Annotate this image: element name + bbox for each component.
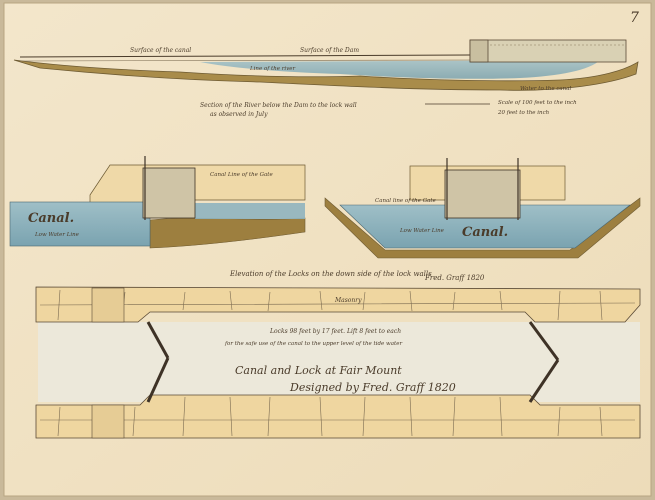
right-gate-note: Canal line of the Gate [375,198,437,204]
riverbed-earth [13,59,639,91]
canal-surface-line [19,54,471,58]
plan-upper-gate-left [146,321,170,359]
river-water [200,60,600,79]
elevation-signature: Fred. Graff 1820 [424,274,485,282]
dam-surface-line [19,59,471,62]
left-canal-water [9,201,151,247]
lock-plan: Masonry Locks 98 feet by 17 feet. Lift 8… [35,286,641,439]
left-gate-note: Canal Line of the Gate [210,172,274,178]
plan-title-2: Designed by Fred. Graff 1820 [289,381,456,394]
plan-lower-gate-left [146,357,170,403]
plan-upper-end-piers [91,287,125,323]
plan-lower-end-piers [91,404,125,439]
right-earth-banks [324,197,641,259]
plan-lower-wall [35,394,641,439]
plan-lock-chamber [38,322,640,402]
left-canal-label: Canal. [28,211,74,226]
section-note-2: Surface of the Dam [300,47,359,54]
left-lock-elevation: Canal. Low Water Line Canal Line of the … [9,156,306,249]
right-lock-elevation: Canal. Canal line of the Gate Low Water … [324,158,641,259]
plan-lower-gate-right [528,359,560,403]
lock-wall-building [469,39,627,63]
plan-note-2: for the safe use of the canal to the upp… [224,341,402,347]
page-number: 7 [630,10,639,26]
plan-wall-note: Masonry [334,297,362,304]
plan-note-1: Locks 98 feet by 17 feet. Lift 8 feet to… [269,328,401,335]
left-lower-water [195,203,305,219]
right-lock-gate [444,169,521,219]
elevation-caption: Elevation of the Locks on the down side … [229,270,432,278]
section-note-4: Water to the canal [520,86,572,92]
plan-upper-gate-right [528,321,560,361]
right-canal-water [339,204,631,249]
scale-note-2: 20 feet to the inch [497,110,550,116]
section-caption-1: Section of the River below the Dam to th… [200,102,357,109]
river-section-profile: Surface of the canal Surface of the Dam … [13,39,639,118]
left-low-water-label: Low Water Line [34,232,80,238]
section-caption-2: as observed in July [210,111,268,118]
left-lock-gate [142,167,196,219]
lock-wall-block [469,39,489,63]
right-low-water-label: Low Water Line [399,228,445,234]
plan-title-1: Canal and Lock at Fair Mount [235,364,402,377]
right-canal-label: Canal. [462,225,508,240]
plan-upper-wall [35,286,641,323]
section-note-3: Line of the river [249,66,296,72]
section-note-1: Surface of the canal [130,47,191,54]
scale-note-1: Scale of 100 feet to the inch [498,100,577,106]
